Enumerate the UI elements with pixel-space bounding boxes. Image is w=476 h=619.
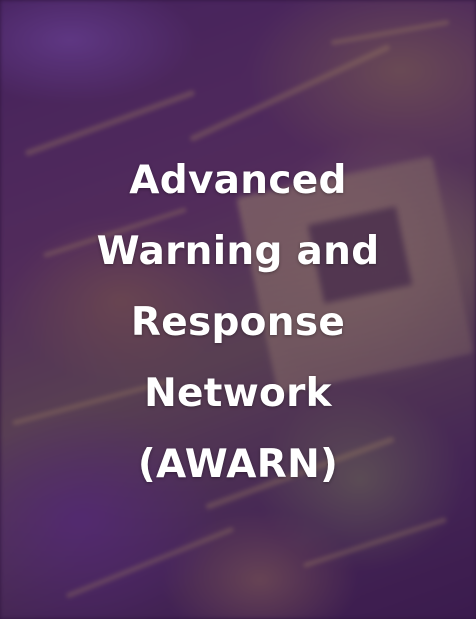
card-title: Advanced Warning and Response Network (A… [0, 145, 476, 500]
title-line: Warning and [96, 229, 380, 274]
title-line: (AWARN) [137, 442, 339, 487]
title-line: Network [144, 371, 332, 416]
title-line: Advanced [129, 158, 347, 203]
title-line: Response [130, 300, 346, 345]
